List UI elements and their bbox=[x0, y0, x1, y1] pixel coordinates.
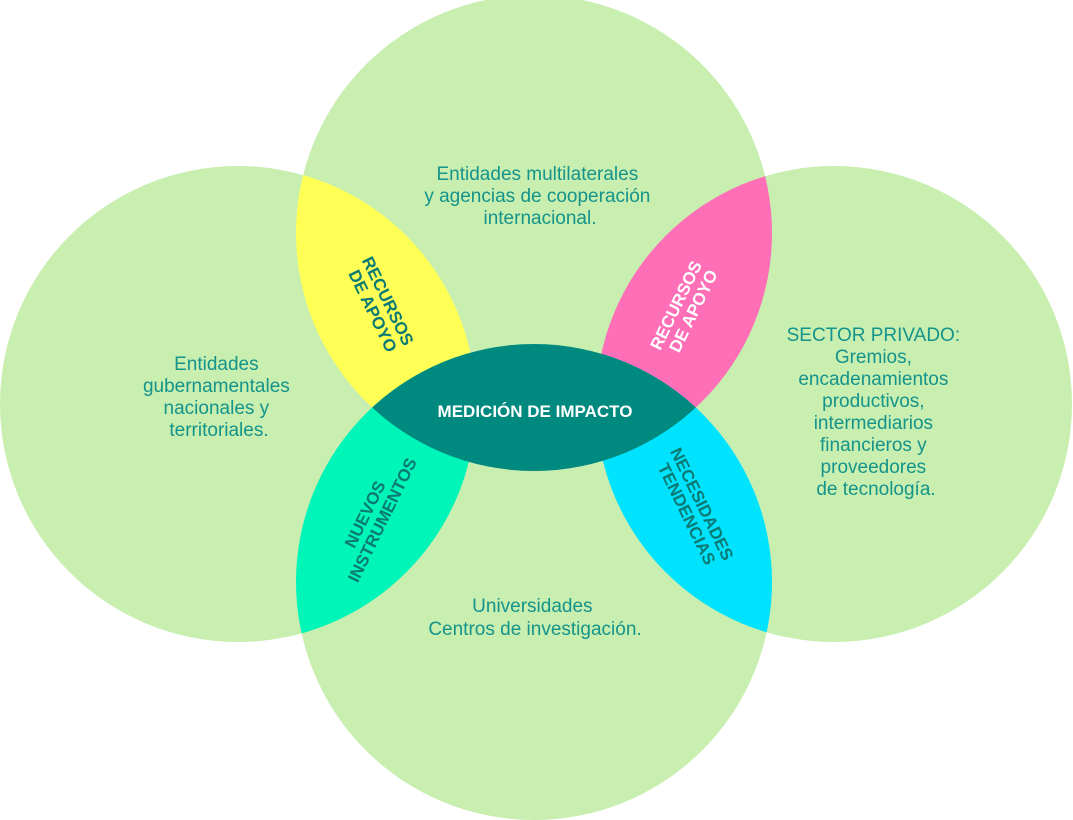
circle-right-line: de tecnología. bbox=[816, 479, 935, 500]
circle-right-line: proveedores bbox=[821, 457, 927, 478]
circle-top-text: Entidades multilaterales y agencias de c… bbox=[424, 164, 655, 229]
circle-right-line: financieros y bbox=[820, 435, 927, 456]
lens-top-right bbox=[596, 166, 772, 471]
circle-left-text: Entidades gubernamentales nacionales y t… bbox=[143, 354, 295, 441]
circle-right-line: productivos, bbox=[822, 391, 924, 412]
circle-top-line: internacional. bbox=[483, 208, 596, 229]
circle-left-line: territoriales. bbox=[169, 420, 268, 441]
circle-right-text: SECTOR PRIVADO: Gremios, encadenamientos… bbox=[787, 325, 966, 500]
circle-left-line: gubernamentales bbox=[143, 376, 290, 397]
circle-bottom-text: Universidades Centros de investigación. bbox=[428, 596, 641, 640]
circle-right-line: Gremios, bbox=[835, 347, 912, 368]
circle-left-line: nacionales y bbox=[164, 398, 270, 419]
circle-right-line: SECTOR PRIVADO: bbox=[787, 325, 961, 346]
lens-bottom-right bbox=[596, 344, 772, 642]
circle-right-line: intermediarios bbox=[814, 413, 933, 434]
circle-bottom-line: Universidades bbox=[472, 596, 592, 617]
lens-top-left bbox=[296, 166, 476, 471]
circle-right-line: encadenamientos bbox=[798, 369, 948, 390]
circle-left-line: Entidades bbox=[174, 354, 259, 375]
circle-top-line: y agencias de cooperación bbox=[424, 186, 650, 207]
lens-bottom-left bbox=[296, 344, 476, 642]
circle-top-line: Entidades multilaterales bbox=[437, 164, 639, 185]
center-label: MEDICIÓN DE IMPACTO bbox=[438, 402, 633, 421]
circle-bottom-line: Centros de investigación. bbox=[428, 619, 641, 640]
